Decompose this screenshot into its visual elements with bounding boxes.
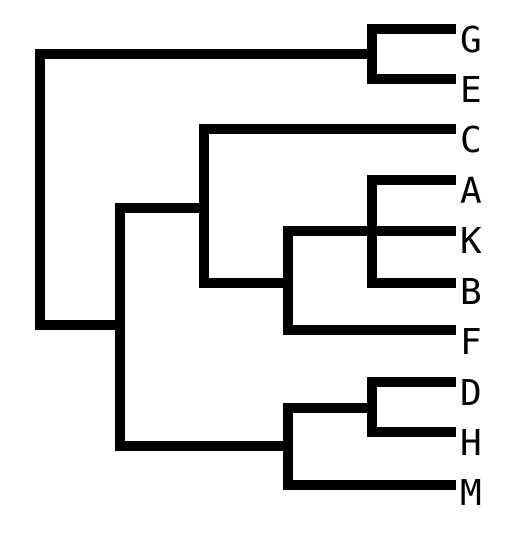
leaf-label-a: A — [460, 171, 482, 212]
leaf-label-k: K — [460, 221, 482, 262]
leaf-labels: G E C A K B F D H M — [460, 20, 482, 514]
leaf-label-g: G — [460, 20, 482, 61]
leaf-label-f: F — [460, 322, 482, 363]
dendrogram-branches — [35, 24, 456, 490]
leaf-label-b: B — [460, 272, 482, 313]
leaf-label-h: H — [460, 423, 482, 464]
leaf-label-e: E — [460, 70, 482, 111]
leaf-label-c: C — [460, 120, 482, 161]
leaf-label-m: M — [460, 473, 482, 514]
leaf-label-d: D — [460, 373, 482, 414]
